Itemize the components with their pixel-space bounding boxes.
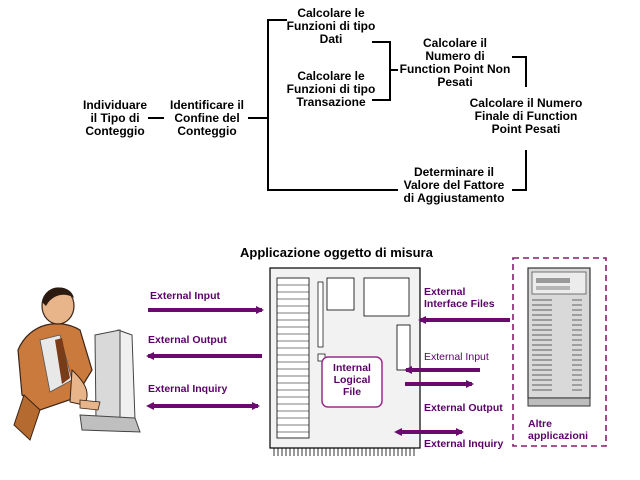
step-identificare-confine: Identificare il Confine del Conteggio (169, 98, 245, 138)
right-arrows (394, 316, 510, 436)
step-calcolare-fp-non-pesati: Calcolare il Numero di Function Point No… (399, 36, 511, 89)
external-inquiry-left-label: External Inquiry (148, 383, 228, 395)
external-input-left-label: External Input (150, 290, 221, 302)
external-output-left-label: External Output (148, 334, 227, 346)
step-calcolare-fp-finale-pesati: Calcolare il Numero Finale di Function P… (469, 96, 583, 136)
internal-logical-file-box (321, 356, 383, 408)
step-individuare-tipo-conteggio: Individuare il Tipo di Conteggio (82, 98, 147, 138)
external-output-right-label: External Output (424, 402, 503, 414)
flow-connectors (148, 19, 527, 191)
application-title: Applicazione oggetto di misura (240, 245, 433, 260)
step-determinare-fattore-aggiustamento: Determinare il Valore del Fattore di Agg… (403, 165, 505, 205)
external-input-right-label: External Input (424, 351, 489, 363)
internal-logical-file-label: Internal Logical File (333, 362, 371, 398)
person-at-computer-icon (13, 287, 141, 441)
step-calcolare-funzioni-dati: Calcolare le Funzioni di tipo Dati (286, 6, 376, 46)
left-arrows (146, 306, 264, 410)
server-tower-icon (527, 267, 591, 407)
altre-applicazioni-label: Altre applicazioni (528, 418, 589, 442)
external-inquiry-right-label: External Inquiry (424, 438, 504, 450)
external-interface-files-label: External Interface Files (424, 286, 495, 310)
step-calcolare-funzioni-transazione: Calcolare le Funzioni di tipo Transazion… (286, 69, 376, 109)
